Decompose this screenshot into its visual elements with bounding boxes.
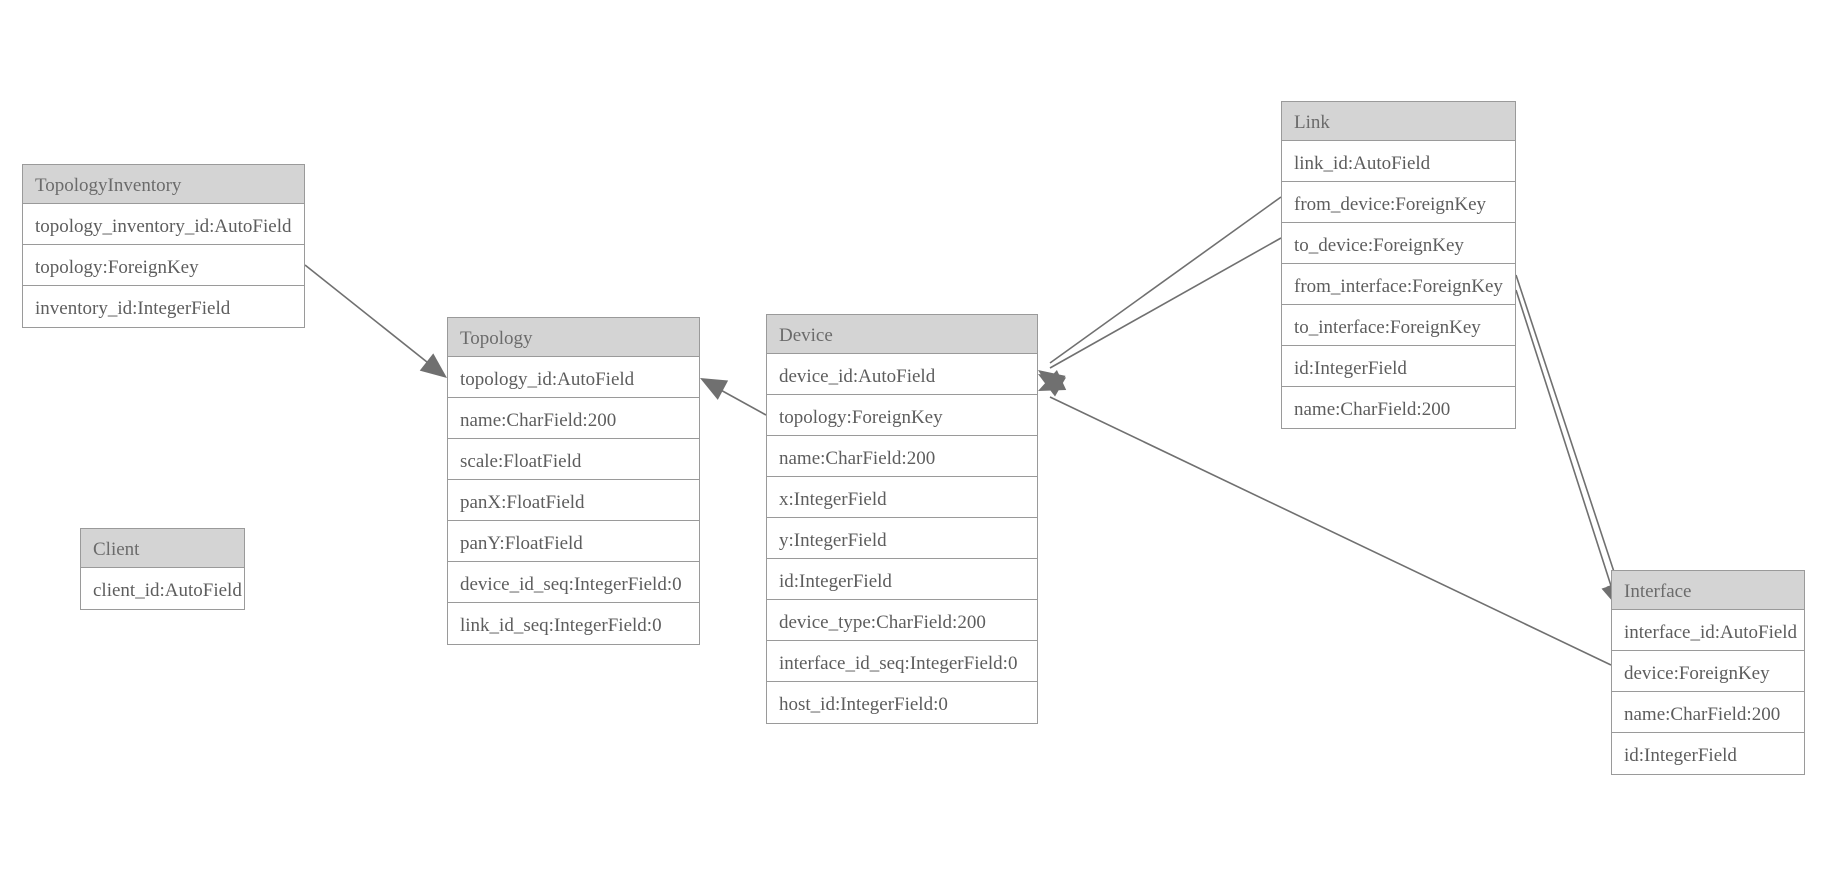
relationship-device-to-topology [700, 378, 767, 416]
field-row: device_id:AutoField [767, 354, 1037, 395]
field-row: device:ForeignKey [1612, 651, 1804, 692]
field-row: device_type:CharField:200 [767, 600, 1037, 641]
field-row: scale:FloatField [448, 439, 699, 480]
entity-title-client: Client [81, 529, 244, 568]
relationship-line [1515, 289, 1614, 593]
entity-fields-client: client_id:AutoField [81, 568, 244, 609]
field-row: interface_id:AutoField [1612, 610, 1804, 651]
field-row: id:IntegerField [767, 559, 1037, 600]
field-row: host_id:IntegerField:0 [767, 682, 1037, 723]
entity-title-topology: Topology [448, 318, 699, 357]
field-row: y:IntegerField [767, 518, 1037, 559]
relationship-line [707, 382, 767, 416]
field-row: topology_id:AutoField [448, 357, 699, 398]
field-row: topology:ForeignKey [767, 395, 1037, 436]
field-row: topology_inventory_id:AutoField [23, 204, 304, 245]
field-row: id:IntegerField [1612, 733, 1804, 774]
entity-title-device: Device [767, 315, 1037, 354]
field-row: from_interface:ForeignKey [1282, 264, 1515, 305]
relationship-line [304, 264, 438, 371]
entity-title-topology_inventory: TopologyInventory [23, 165, 304, 204]
field-row: x:IntegerField [767, 477, 1037, 518]
field-row: name:CharField:200 [448, 398, 699, 439]
field-row: id:IntegerField [1282, 346, 1515, 387]
field-row: client_id:AutoField [81, 568, 244, 609]
relationship-line [1049, 237, 1282, 369]
field-row: panX:FloatField [448, 480, 699, 521]
field-row: device_id_seq:IntegerField:0 [448, 562, 699, 603]
relationship-line [1515, 274, 1621, 591]
relationship-line [1049, 396, 1612, 666]
field-row: link_id:AutoField [1282, 141, 1515, 182]
relationship-arrowhead [1038, 370, 1067, 391]
relationship-topologyinventory-to-topology [304, 264, 447, 378]
field-row: name:CharField:200 [1282, 387, 1515, 428]
entity-title-interface: Interface [1612, 571, 1804, 610]
field-row: interface_id_seq:IntegerField:0 [767, 641, 1037, 682]
field-row: topology:ForeignKey [23, 245, 304, 286]
relationship-line [1049, 196, 1282, 364]
field-row: to_device:ForeignKey [1282, 223, 1515, 264]
relationship-link-to_interface-to-interface [1515, 289, 1623, 610]
relationship-link-from_device-to-device [1038, 196, 1282, 394]
field-row: name:CharField:200 [767, 436, 1037, 477]
field-row: to_interface:ForeignKey [1282, 305, 1515, 346]
field-row: name:CharField:200 [1612, 692, 1804, 733]
field-row: from_device:ForeignKey [1282, 182, 1515, 223]
field-row: link_id_seq:IntegerField:0 [448, 603, 699, 644]
field-row: panY:FloatField [448, 521, 699, 562]
entity-title-link: Link [1282, 102, 1515, 141]
relationship-link-to_device-to-device [1038, 237, 1282, 397]
field-row: inventory_id:IntegerField [23, 286, 304, 327]
relationship-link-from_interface-to-interface [1515, 274, 1628, 608]
